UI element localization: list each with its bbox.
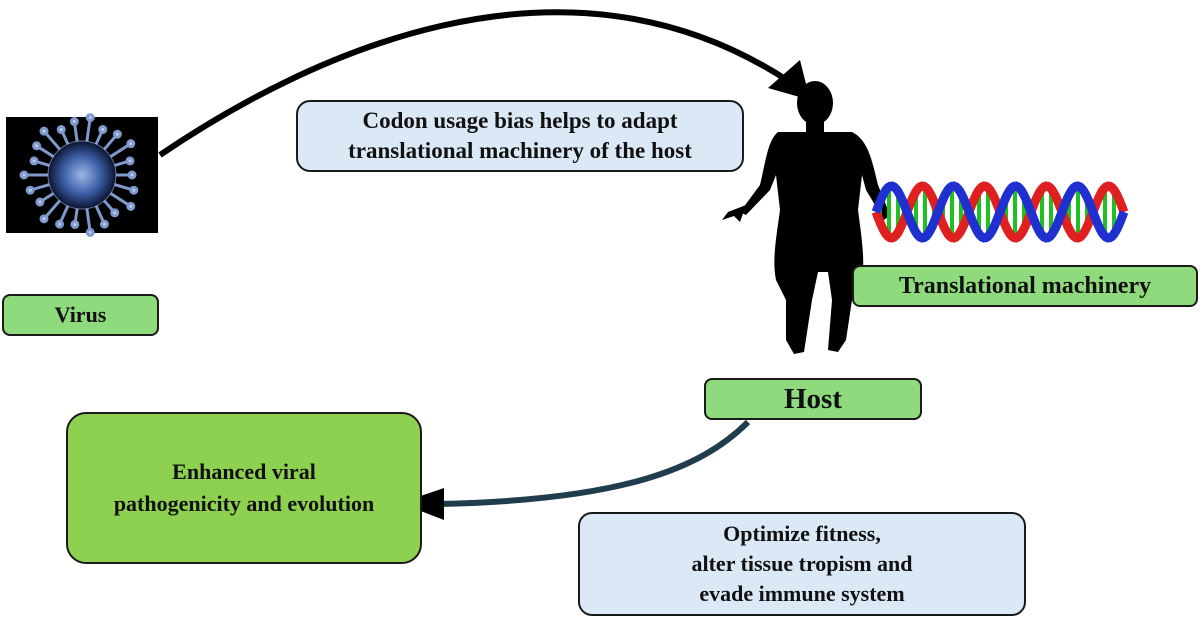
codon-bias-note: Codon usage bias helps to adapt translat… xyxy=(296,100,744,172)
virus-spike-tip xyxy=(55,219,65,229)
virus-spike-tip xyxy=(85,113,95,123)
enhanced-pathogenicity-box: Enhanced viral pathogenicity and evoluti… xyxy=(66,412,422,564)
virus-spike xyxy=(42,129,64,154)
translational-machinery-label: Translational machinery xyxy=(852,265,1198,307)
virus-spike-tip xyxy=(129,185,139,195)
virus-spike-tip xyxy=(39,126,49,136)
dna-helix-icon xyxy=(871,181,1129,243)
virus-spike xyxy=(105,189,133,208)
virus-spike-tip xyxy=(99,219,109,229)
virus-spike-tip xyxy=(85,227,95,237)
virus-image xyxy=(6,113,158,237)
arrow-host-to-outcome xyxy=(400,419,751,520)
virus-spike-tip xyxy=(70,219,80,229)
arrow-virus-to-host xyxy=(158,9,810,158)
virus-spike-tip xyxy=(25,185,35,195)
virus-spike-tip xyxy=(110,208,120,218)
optimize-fitness-note: Optimize fitness, alter tissue tropism a… xyxy=(578,512,1026,616)
virus-spike-tip xyxy=(126,201,136,211)
virus-label: Virus xyxy=(2,294,159,336)
virus-spike xyxy=(105,142,133,161)
virus-spike-tip xyxy=(112,129,122,139)
virus-spike xyxy=(42,196,64,221)
virus-spike-tip xyxy=(98,125,108,135)
virus-spike-tip xyxy=(125,156,135,166)
virus-spike-tip xyxy=(19,170,29,180)
virus-spike-tip xyxy=(127,170,137,180)
virus-spike-tip xyxy=(69,117,79,127)
virus-spike-tip xyxy=(29,156,39,166)
virus-spike-tip xyxy=(39,214,49,224)
virus-spike xyxy=(84,116,92,147)
human-silhouette-icon xyxy=(722,81,890,354)
virus-spike-tip xyxy=(56,125,66,135)
virus-spike-tip xyxy=(32,141,42,151)
host-label: Host xyxy=(704,378,922,420)
virus-spike-tip xyxy=(126,139,136,149)
virus-spike-tip xyxy=(35,197,45,207)
virus-spike xyxy=(84,203,92,234)
